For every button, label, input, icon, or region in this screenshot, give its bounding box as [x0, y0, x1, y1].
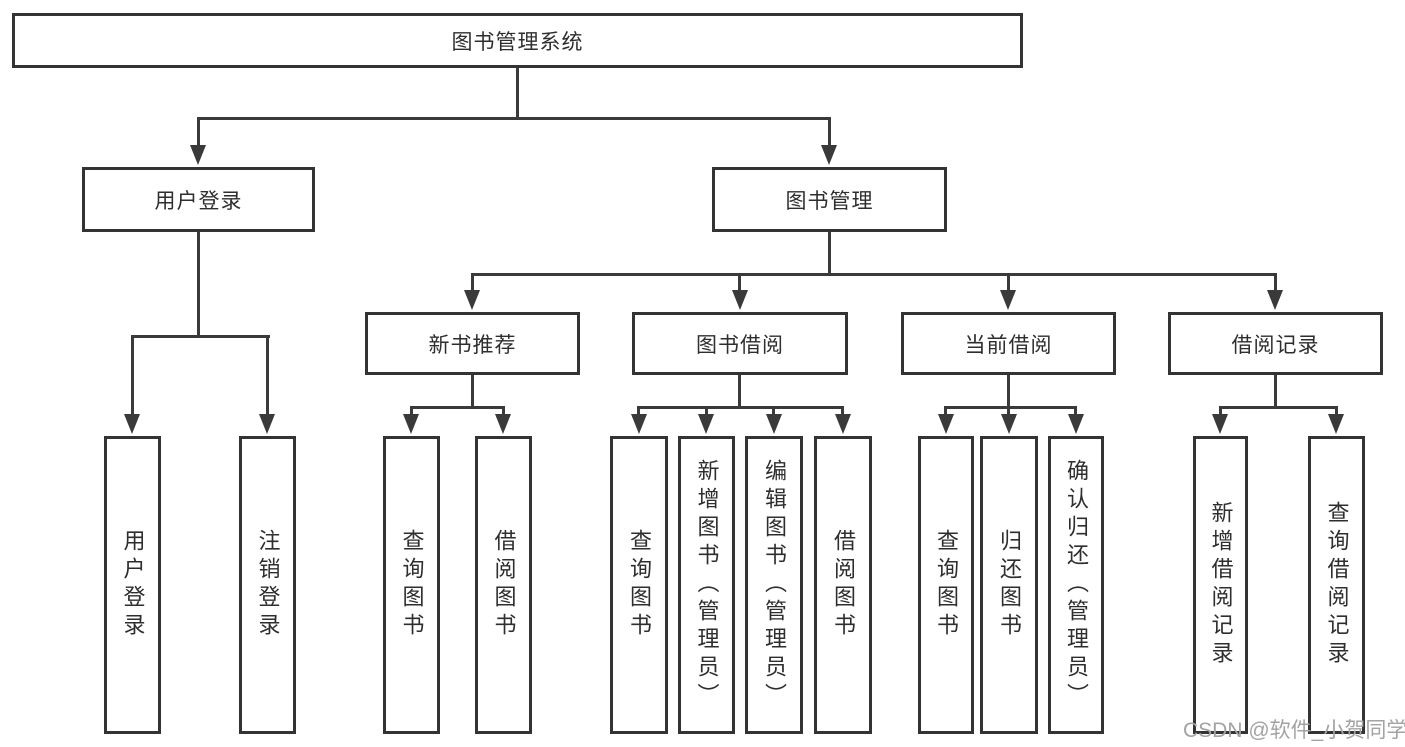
arrow-down-icon — [1000, 290, 1016, 310]
leaf-label: 编辑图书（管理员） — [762, 459, 787, 711]
node-label: 用户登录 — [154, 189, 243, 213]
leaf-label: 查询图书 — [934, 529, 959, 641]
connector-line — [197, 117, 200, 150]
arrow-down-icon — [938, 414, 954, 434]
arrow-down-icon — [631, 414, 647, 434]
node-label: 图书管理系统 — [451, 30, 584, 54]
node-label: 新书推荐 — [428, 333, 517, 357]
connector-line — [471, 375, 474, 409]
arrow-down-icon — [464, 290, 480, 310]
node-current-borrowing: 当前借阅 — [901, 312, 1116, 375]
leaf-logout: 注销登录 — [239, 436, 296, 734]
connector-line — [131, 335, 270, 338]
node-book-borrowing: 图书借阅 — [632, 312, 848, 375]
connector-line — [410, 406, 505, 409]
connector-line — [637, 409, 640, 418]
arrow-down-icon — [732, 290, 748, 310]
connector-line — [471, 273, 1277, 276]
connector-line — [131, 338, 134, 418]
leaf-query-borrowing-record: 查询借阅记录 — [1308, 436, 1365, 734]
leaf-label: 归还图书 — [997, 529, 1022, 641]
node-label: 借阅记录 — [1231, 333, 1320, 357]
connector-line — [637, 406, 844, 409]
connector-line — [1219, 406, 1338, 409]
leaf-label: 查询图书 — [399, 529, 425, 641]
arrow-down-icon — [1267, 290, 1283, 310]
arrow-down-icon — [190, 145, 206, 165]
connector-line — [197, 232, 200, 338]
leaf-borrow-books: 借阅图书 — [475, 436, 532, 734]
connector-line — [471, 276, 474, 294]
connector-line — [1274, 276, 1277, 294]
arrow-down-icon — [821, 145, 837, 165]
node-label: 当前借阅 — [964, 333, 1053, 357]
leaf-return-books: 归还图书 — [980, 436, 1038, 734]
leaf-user-login: 用户登录 — [104, 436, 161, 734]
node-user-login: 用户登录 — [82, 167, 315, 232]
arrow-down-icon — [495, 414, 511, 434]
connector-line — [1007, 276, 1010, 294]
node-book-management: 图书管理 — [712, 167, 947, 232]
connector-line — [828, 232, 831, 276]
connector-line — [1219, 409, 1222, 418]
leaf-label: 新增图书（管理员） — [694, 459, 720, 711]
connector-line — [828, 117, 831, 150]
leaf-confirm-return-admin: 确认归还（管理员） — [1048, 436, 1104, 734]
node-label: 图书管理 — [785, 189, 874, 213]
connector-line — [197, 117, 831, 120]
node-library-management-system: 图书管理系统 — [12, 13, 1023, 68]
arrow-down-icon — [1001, 414, 1017, 434]
node-borrowing-records: 借阅记录 — [1168, 312, 1383, 375]
connector-line — [266, 338, 269, 418]
leaf-query-books: 查询图书 — [383, 436, 440, 734]
leaf-label: 新增借阅记录 — [1208, 501, 1234, 669]
connector-line — [410, 409, 413, 418]
leaf-label: 查询图书 — [627, 529, 652, 641]
leaf-query-books: 查询图书 — [610, 436, 668, 734]
leaf-label: 注销登录 — [255, 529, 281, 641]
connector-line — [841, 409, 844, 418]
leaf-label: 查询借阅记录 — [1324, 501, 1350, 669]
arrow-down-icon — [698, 414, 714, 434]
node-label: 图书借阅 — [696, 333, 784, 357]
leaf-label: 借阅图书 — [491, 529, 517, 641]
connector-line — [1074, 409, 1077, 418]
connector-line — [516, 68, 519, 117]
connector-line — [944, 409, 947, 418]
leaf-label: 用户登录 — [120, 529, 146, 641]
arrow-down-icon — [835, 414, 851, 434]
node-new-book-recommendation: 新书推荐 — [365, 312, 580, 375]
arrow-down-icon — [1212, 414, 1228, 434]
connector-line — [772, 409, 775, 418]
connector-line — [705, 409, 708, 418]
connector-line — [1007, 375, 1010, 409]
leaf-edit-book-admin: 编辑图书（管理员） — [745, 436, 803, 734]
connector-line — [1007, 409, 1010, 418]
leaf-add-book-admin: 新增图书（管理员） — [678, 436, 735, 734]
arrow-down-icon — [259, 414, 275, 434]
arrow-down-icon — [124, 414, 140, 434]
connector-line — [944, 406, 1077, 409]
connector-line — [1335, 409, 1338, 418]
leaf-borrow-books: 借阅图书 — [814, 436, 872, 734]
arrow-down-icon — [766, 414, 782, 434]
csdn-watermark: CSDN @软件_小贺同学 — [1183, 719, 1405, 742]
leaf-query-books: 查询图书 — [918, 436, 974, 734]
connector-line — [502, 409, 505, 418]
connector-line — [1274, 375, 1277, 409]
connector-line — [738, 375, 741, 409]
connector-line — [738, 276, 741, 294]
leaf-label: 借阅图书 — [831, 529, 856, 641]
arrow-down-icon — [1068, 414, 1084, 434]
arrow-down-icon — [403, 414, 419, 434]
leaf-add-borrowing-record: 新增借阅记录 — [1193, 436, 1248, 734]
leaf-label: 确认归还（管理员） — [1064, 459, 1089, 711]
arrow-down-icon — [1328, 414, 1344, 434]
